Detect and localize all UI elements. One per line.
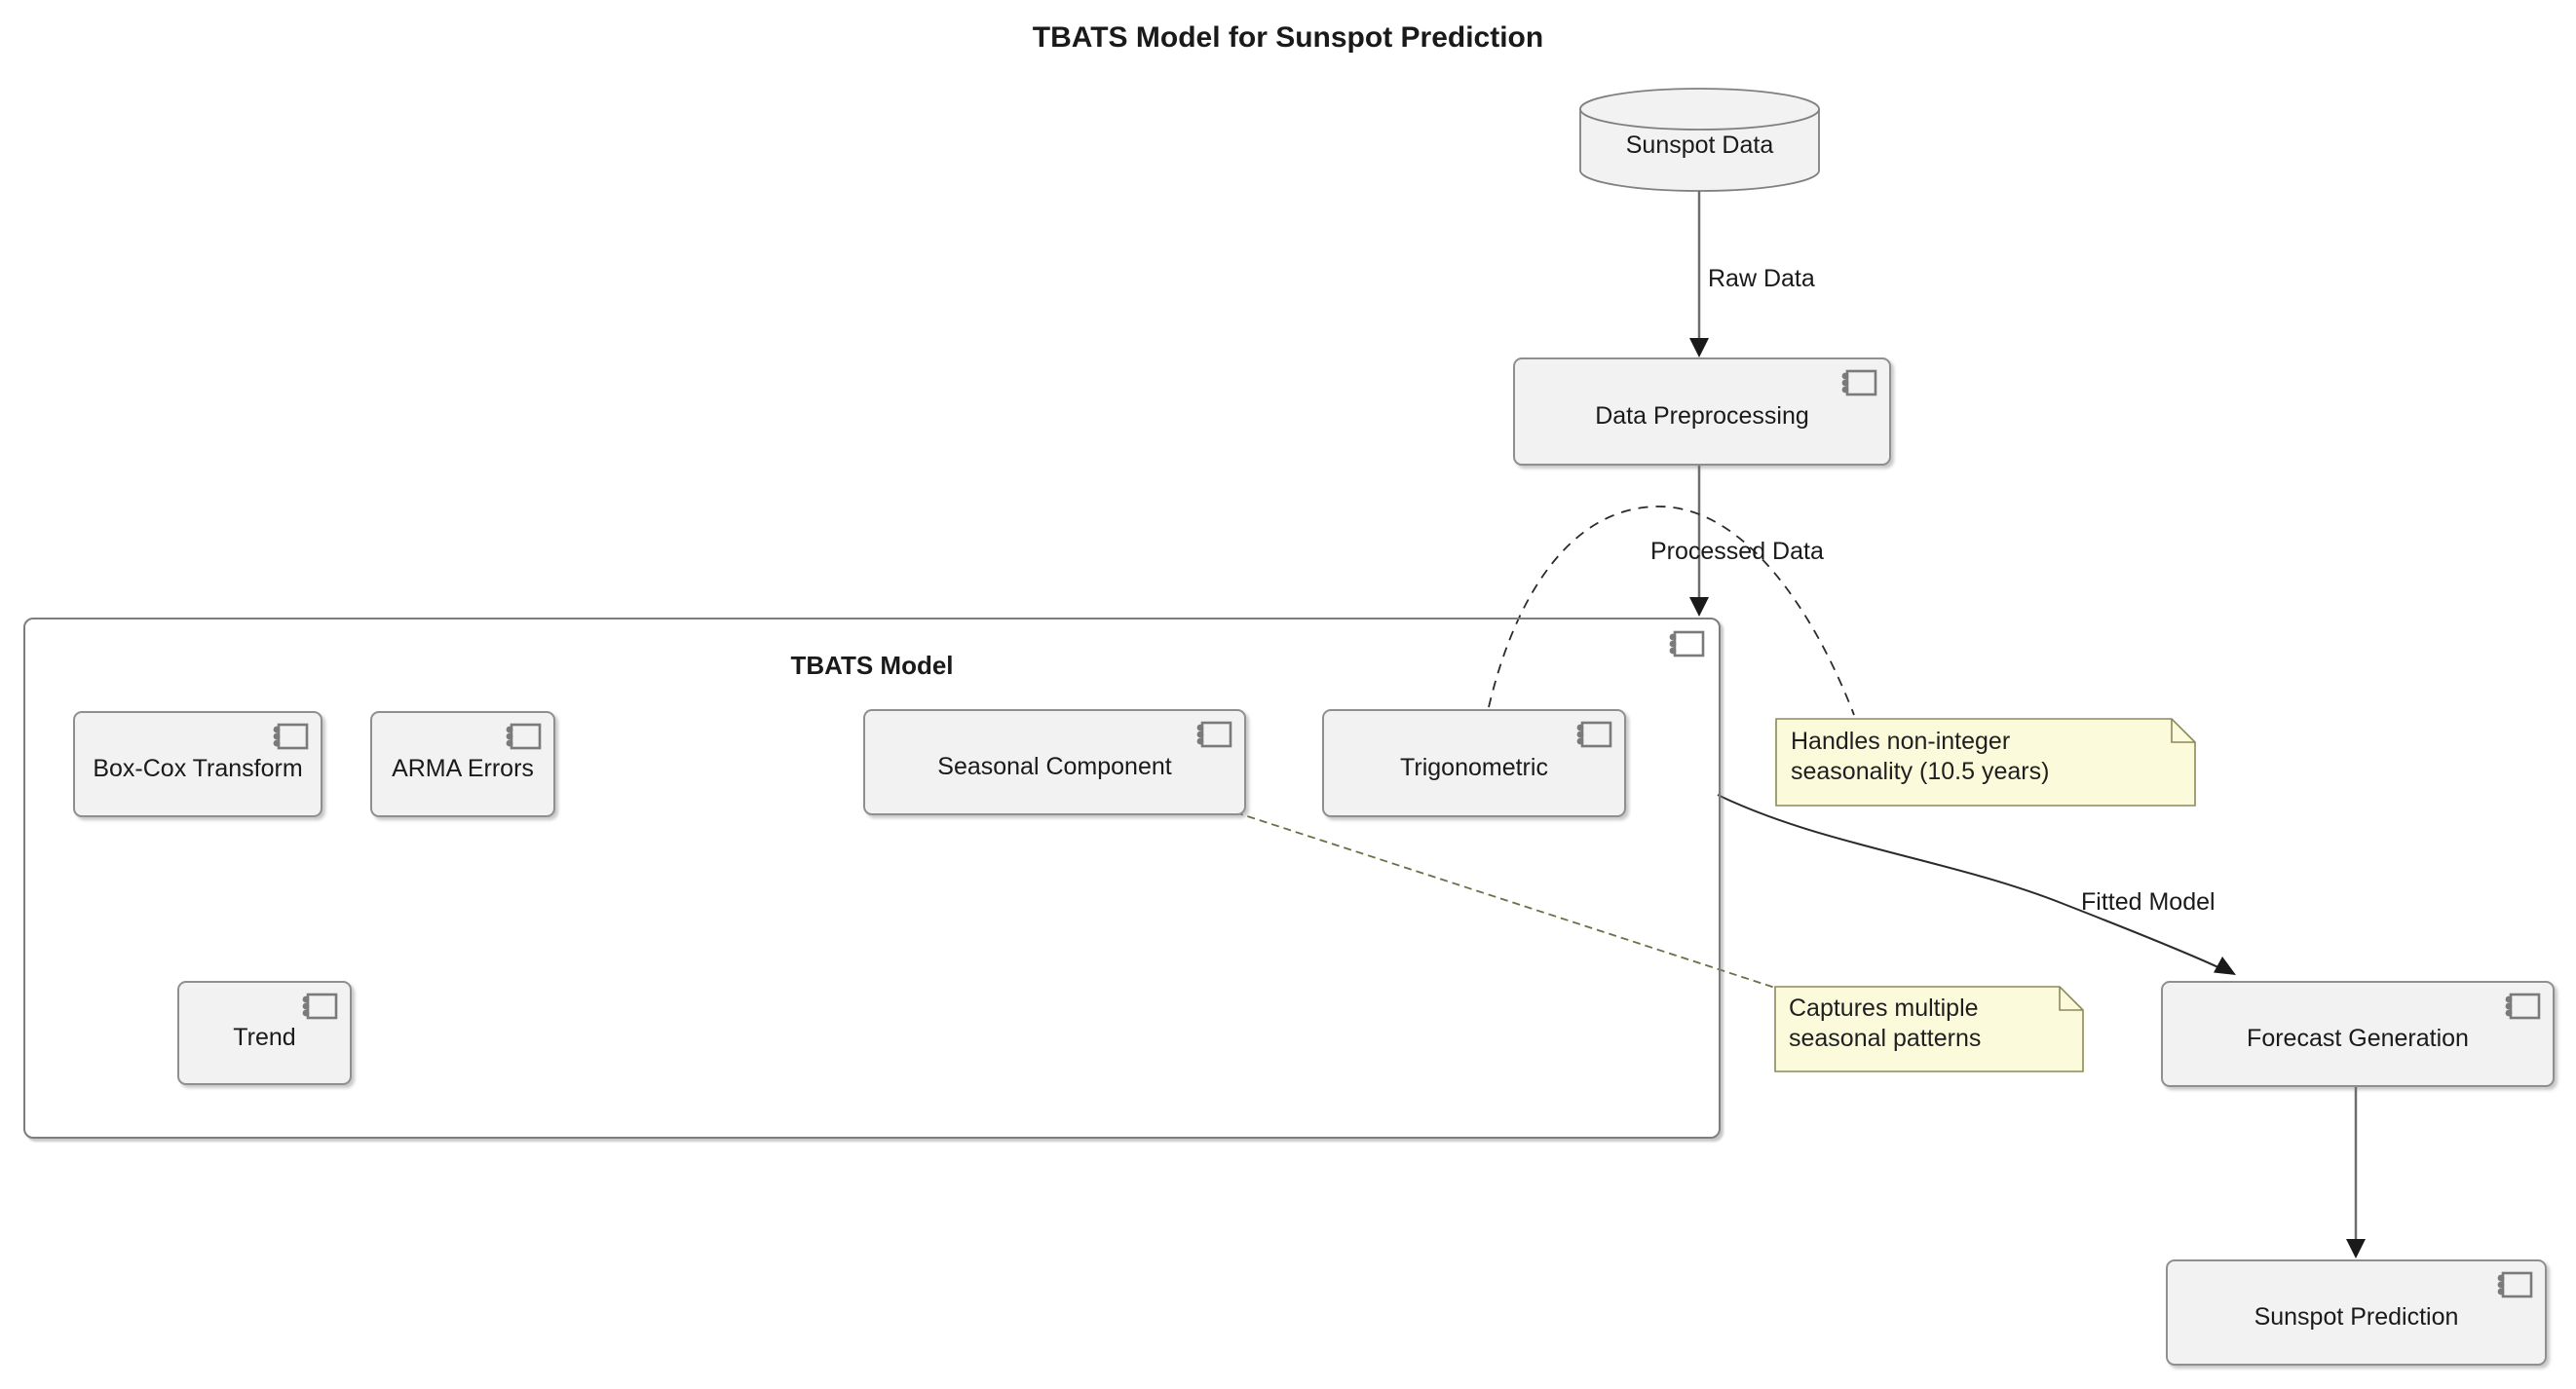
edge-fitted-model-curve [1717,794,2225,971]
database-label: Sunspot Data [1625,131,1774,159]
edge-raw-data-arrowhead [1689,338,1709,357]
node-label: Trigonometric [1400,754,1548,781]
edge-label-processed-data: Processed Data [1650,538,1824,565]
node-label: Sunspot Prediction [2254,1303,2459,1331]
edge-fitted-model-arrowhead [2214,957,2236,975]
component-icon [1669,630,1705,657]
node-label: Seasonal Component [937,753,1172,780]
note-non-integer-shape [1775,718,2196,807]
diagram-title: TBATS Model for Sunspot Prediction [1032,21,1544,54]
note-multiple-seasonal-text: Captures multiple seasonal patterns [1789,994,1981,1054]
component-icon [302,993,338,1020]
component-icon [2497,1271,2533,1298]
database-cylinder-shape [1579,88,1820,192]
edge-label-fitted-model: Fitted Model [2081,888,2216,916]
node-arma-errors: ARMA Errors [370,711,555,817]
node-forecast-generation: Forecast Generation [2161,981,2555,1087]
edge-seasonal-note-line [1234,811,1776,989]
edge-label-raw-data: Raw Data [1708,265,1815,292]
node-label: Trend [233,1024,296,1051]
node-label: Data Preprocessing [1595,402,1809,430]
note-multiple-seasonal-shape [1774,986,2084,1072]
node-trigonometric: Trigonometric [1322,709,1626,817]
component-icon [1576,721,1612,748]
note-line: Handles non-integer [1791,728,2011,755]
node-box-cox-transform: Box-Cox Transform [73,711,322,817]
edge-processed-data-arrowhead [1689,597,1709,617]
note-line: seasonal patterns [1789,1025,1982,1052]
node-trend: Trend [177,981,352,1085]
node-label: ARMA Errors [392,755,534,782]
component-icon [506,723,542,750]
edge-trig-note-dashed-curve [1488,506,1855,716]
node-label: Box-Cox Transform [93,755,303,782]
note-non-integer-text: Handles non-integer seasonality (10.5 ye… [1791,727,2049,787]
note-line: Captures multiple [1789,995,1979,1022]
node-label: Forecast Generation [2247,1025,2469,1052]
container-tbats-model: TBATS Model [23,618,1721,1139]
component-icon [2505,993,2541,1020]
container-title: TBATS Model [790,651,954,680]
node-data-preprocessing: Data Preprocessing [1513,357,1891,466]
edge-forecast-prediction-arrowhead [2346,1239,2366,1258]
node-seasonal-component: Seasonal Component [863,709,1246,815]
node-sunspot-prediction: Sunspot Prediction [2166,1259,2547,1366]
note-line: seasonality (10.5 years) [1791,758,2050,785]
component-icon [1196,721,1232,748]
component-icon [1841,369,1877,396]
component-icon [273,723,309,750]
